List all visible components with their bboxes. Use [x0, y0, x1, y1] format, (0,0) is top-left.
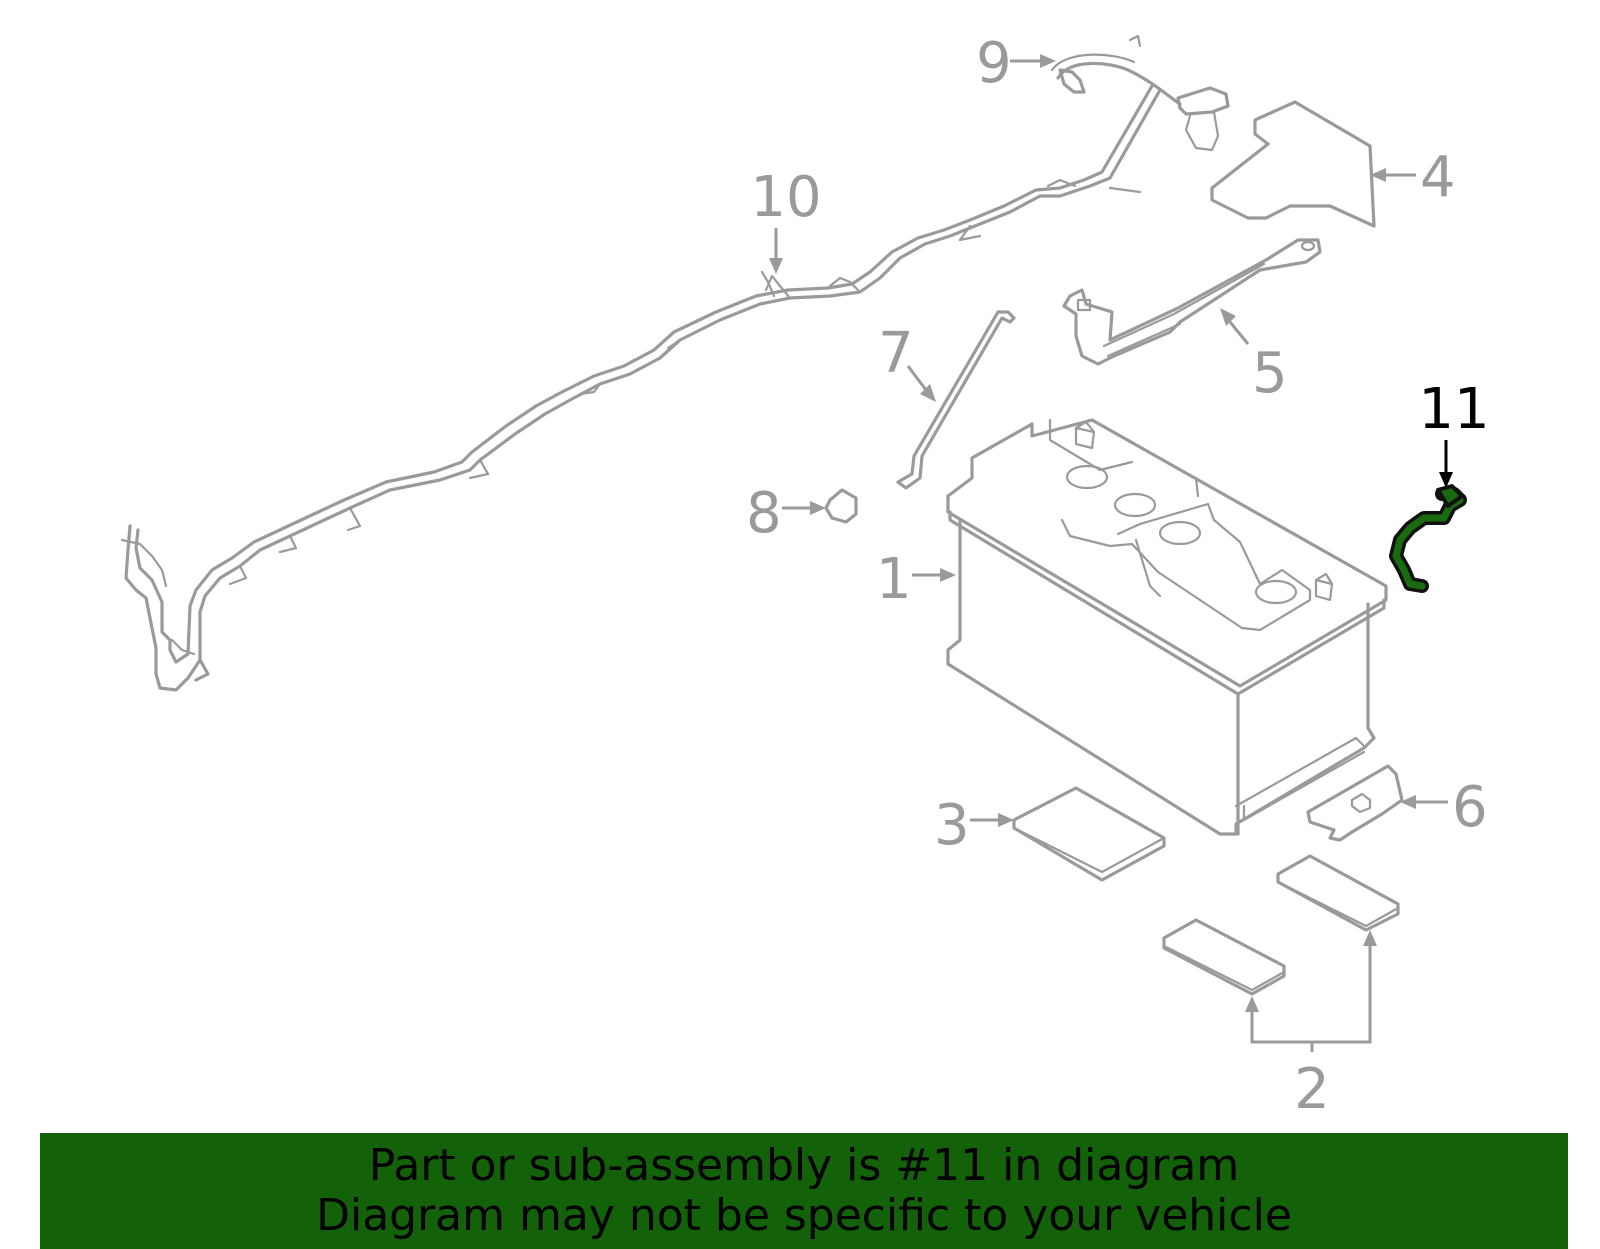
- banner-line-2: Diagram may not be specific to your vehi…: [316, 1190, 1292, 1241]
- callout-7[interactable]: 7: [878, 321, 914, 386]
- callout-8[interactable]: 8: [746, 481, 782, 546]
- part-11-highlighted-cable[interactable]: [1389, 484, 1467, 593]
- callout-2[interactable]: 2: [1294, 1057, 1330, 1122]
- part-3-pad[interactable]: [1012, 786, 1166, 882]
- callout-leaders: [769, 54, 1453, 1052]
- callout-4[interactable]: 4: [1420, 145, 1456, 210]
- part-1-battery[interactable]: [946, 418, 1388, 836]
- callout-3[interactable]: 3: [934, 793, 970, 858]
- part-10-wiring-harness[interactable]: [120, 84, 1162, 692]
- banner-line-1: Part or sub-assembly is #11 in diagram: [368, 1140, 1240, 1191]
- part-6-clamp[interactable]: [1306, 764, 1404, 842]
- callout-10[interactable]: 10: [750, 165, 821, 230]
- callout-labels: 9 10 4 5 7 8 1 3 6 2 11: [746, 31, 1490, 1122]
- callout-9[interactable]: 9: [976, 31, 1012, 96]
- callout-1[interactable]: 1: [876, 547, 912, 612]
- callout-11[interactable]: 11: [1418, 377, 1489, 442]
- callout-5[interactable]: 5: [1252, 341, 1288, 406]
- part-8-clip[interactable]: [824, 488, 858, 524]
- part-7-rod[interactable]: [896, 310, 1016, 490]
- part-9-cable[interactable]: [1050, 34, 1230, 152]
- part-4-cover[interactable]: [1210, 100, 1376, 228]
- info-banner: Part or sub-assembly is #11 in diagram D…: [40, 1133, 1568, 1249]
- part-2-pads[interactable]: [1162, 854, 1400, 996]
- callout-6[interactable]: 6: [1452, 775, 1488, 840]
- part-5-bracket[interactable]: [1062, 238, 1322, 366]
